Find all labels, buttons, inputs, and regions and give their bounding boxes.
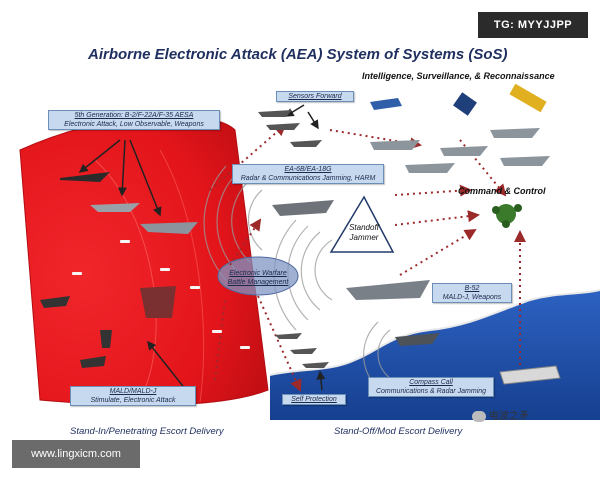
- page-title: Airborne Electronic Attack (AEA) System …: [88, 46, 508, 63]
- coastline: [269, 289, 600, 376]
- mald-title: MALD/MALD-J: [109, 388, 157, 395]
- fighter-jet: [275, 333, 302, 339]
- b52-box: B-52 MALD-J, Weapons: [432, 283, 512, 303]
- satellite-icon: [370, 98, 402, 110]
- ea6b-title: EA-6B/EA-18G: [284, 166, 332, 173]
- self-protection-box: Self Protection: [282, 394, 346, 405]
- radar-dish-icon: [140, 286, 176, 318]
- fighter-jet: [258, 110, 292, 117]
- ground-threats: [40, 286, 176, 368]
- missile-markers: [72, 240, 250, 349]
- aircraft-carrier: [499, 365, 561, 385]
- standoff-jammer-triangle: [329, 195, 395, 253]
- f35-fighter: [140, 222, 198, 234]
- ea6b-subtitle: Radar & Communications Jamming, HARM: [240, 175, 376, 182]
- ew-battle-mgmt-label: Electronic Warfare Battle Management: [227, 270, 289, 286]
- link-lines: [209, 123, 526, 392]
- f22-fighter: [90, 203, 140, 212]
- command-control-node: [492, 204, 522, 228]
- fifth-gen-box: 5th Generation: B-2/F-22A/F-35 AESA Elec…: [48, 110, 220, 130]
- escort-fighters: [275, 333, 329, 368]
- standoff-jammer-label: Standoff Jammer: [343, 223, 385, 243]
- fighter-jet: [302, 362, 329, 368]
- satellite-icons: [370, 83, 547, 116]
- standoff-jammer-text: Standoff Jammer: [349, 223, 379, 242]
- tg-watermark: TG: MYYJJPP: [478, 12, 588, 38]
- url-watermark: www.lingxicm.com: [12, 440, 140, 468]
- fighter-jet: [266, 123, 300, 130]
- isr-aircraft: [370, 128, 550, 173]
- sam-launcher-icon: [80, 356, 106, 368]
- caption-left: Stand-In/Penetrating Escort Delivery: [70, 426, 224, 437]
- ea6b-aircraft: [272, 200, 334, 216]
- b52-aircraft: [346, 280, 430, 300]
- awacs-aircraft: [370, 140, 420, 150]
- fifth-gen-subtitle: Electronic Attack, Low Observable, Weapo…: [64, 121, 204, 128]
- mald-box: MALD/MALD-J Stimulate, Electronic Attack: [70, 386, 196, 406]
- fighter-jet: [290, 140, 322, 147]
- self-protection-title: Self Protection: [291, 396, 337, 403]
- compass-call-aircraft: [395, 333, 440, 346]
- wechat-watermark: 电波之矛: [472, 407, 529, 422]
- rc-aircraft: [500, 156, 550, 166]
- sea-area: [270, 290, 600, 420]
- isr-label: Intelligence, Surveillance, & Reconnaiss…: [362, 71, 555, 81]
- ew-battle-mgmt-ellipse: [217, 256, 299, 296]
- b52-title: B-52: [464, 285, 480, 292]
- command-control-label: Command & Control: [458, 186, 546, 196]
- compass-call-subtitle: Communications & Radar Jamming: [375, 388, 487, 395]
- sam-launcher-icon: [40, 296, 70, 308]
- threat-zone-inner-arc: [94, 159, 157, 401]
- fifth-gen-title: 5th Generation: B-2/F-22A/F-35 AESA: [74, 112, 194, 119]
- satellite-icon: [453, 92, 477, 116]
- wechat-watermark-text: 电波之矛: [489, 411, 529, 422]
- caption-right: Stand-Off/Mod Escort Delivery: [334, 426, 463, 437]
- fifth-gen-aircraft: [60, 172, 198, 234]
- sensor-aircraft: [258, 110, 322, 147]
- mald-subtitle: Stimulate, Electronic Attack: [90, 397, 176, 404]
- threat-zone-inner-arc: [159, 149, 205, 403]
- satellite-icon: [509, 83, 547, 113]
- sensors-forward-title: Sensors Forward: [288, 93, 342, 100]
- compass-call-title: Compass Call: [409, 379, 453, 386]
- threat-zone: [19, 114, 269, 406]
- sensors-forward-box: Sensors Forward: [276, 91, 354, 102]
- jstars-aircraft: [490, 128, 540, 138]
- rivet-joint-aircraft: [405, 163, 455, 173]
- tanker-aircraft: [440, 146, 488, 156]
- b52-subtitle: MALD-J, Weapons: [442, 294, 502, 301]
- compass-call-box: Compass Call Communications & Radar Jamm…: [368, 377, 494, 397]
- radar-icon: [100, 330, 112, 348]
- b2-bomber: [60, 172, 110, 182]
- fighter-jet: [290, 348, 317, 354]
- ea6b-box: EA-6B/EA-18G Radar & Communications Jamm…: [232, 164, 384, 184]
- wechat-icon: [472, 410, 486, 422]
